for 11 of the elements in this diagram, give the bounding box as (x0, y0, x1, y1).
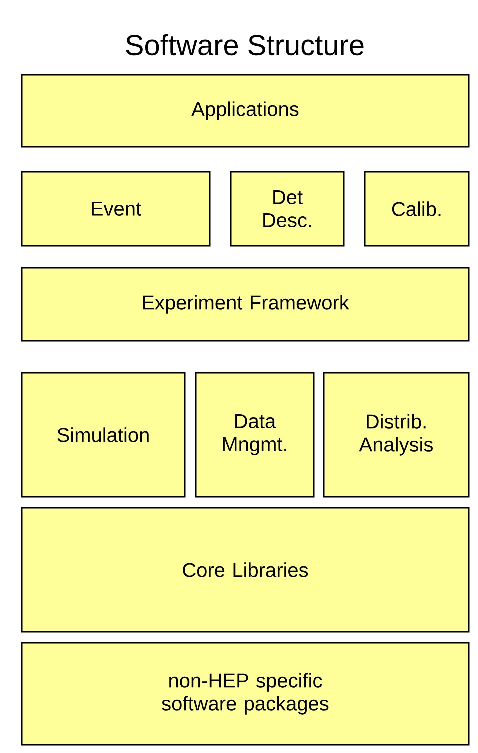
layer-box: Core Libraries (21, 507, 470, 633)
layer-box: Experiment Framework (21, 267, 470, 342)
layer-box: Data Mngmt. (195, 372, 315, 498)
layer-box: non-HEP specific software packages (21, 642, 470, 746)
layer-box: Event (21, 171, 211, 247)
layer-box: Calib. (364, 171, 470, 247)
layer-box: Simulation (21, 372, 186, 498)
title: Software Structure (126, 34, 364, 56)
layer-box: Distrib. Analysis (323, 372, 470, 498)
layer-box: Det Desc. (230, 171, 345, 247)
layer-box: Applications (21, 74, 470, 148)
